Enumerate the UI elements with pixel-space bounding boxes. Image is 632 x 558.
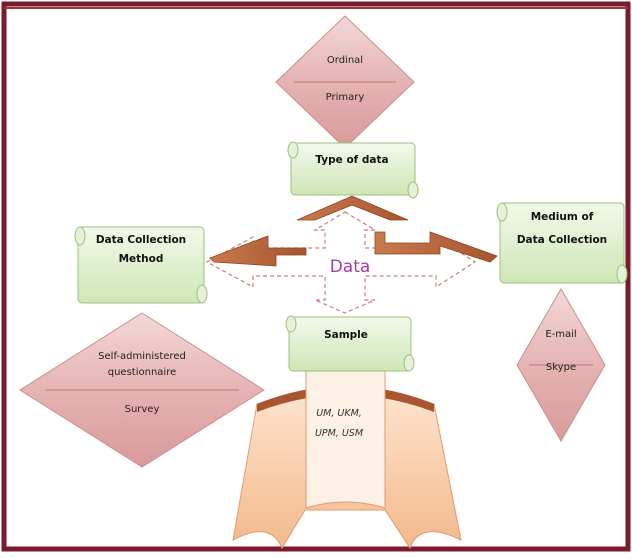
medium-scroll: Medium of Data Collection [496,202,628,284]
arrow-to-method [209,235,307,267]
banner-line-1: UM, UKM, [316,408,362,419]
scroll-title-method-line1: Data Collection [96,234,186,246]
scroll-title-type-of-data: Type of data [315,154,388,166]
scroll-title-medium-line2: Data Collection [517,234,607,246]
diamond-ordinal: Ordinal [327,55,363,66]
type-of-data-scroll: Type of data [287,141,419,199]
scroll-title-sample: Sample [324,329,368,341]
sample-ribbon: UM, UKM, UPM, USM [232,353,462,550]
diamond-primary: Primary [326,92,365,103]
type-of-data-diamond: Ordinal Primary [275,15,415,149]
scroll-title-medium-line1: Medium of [531,211,594,223]
diamond-email: E-mail [545,329,576,340]
diamond-self-administered: Self-administered [98,351,186,362]
method-diamond: Self-administered questionnaire Survey [19,312,265,468]
banner-line-2: UPM, USM [315,428,363,439]
arrow-to-type [296,195,409,221]
sample-scroll: Sample [285,315,415,372]
arrow-to-medium [374,231,498,263]
scroll-title-method-line2: Method [119,253,164,265]
method-scroll: Data Collection Method [74,226,208,304]
diamond-survey: Survey [125,404,160,415]
medium-diamond: E-mail Skype [516,288,606,442]
diamond-questionnaire: questionnaire [108,367,177,378]
center-label-data: Data [330,257,371,277]
diamond-skype: Skype [546,362,576,373]
